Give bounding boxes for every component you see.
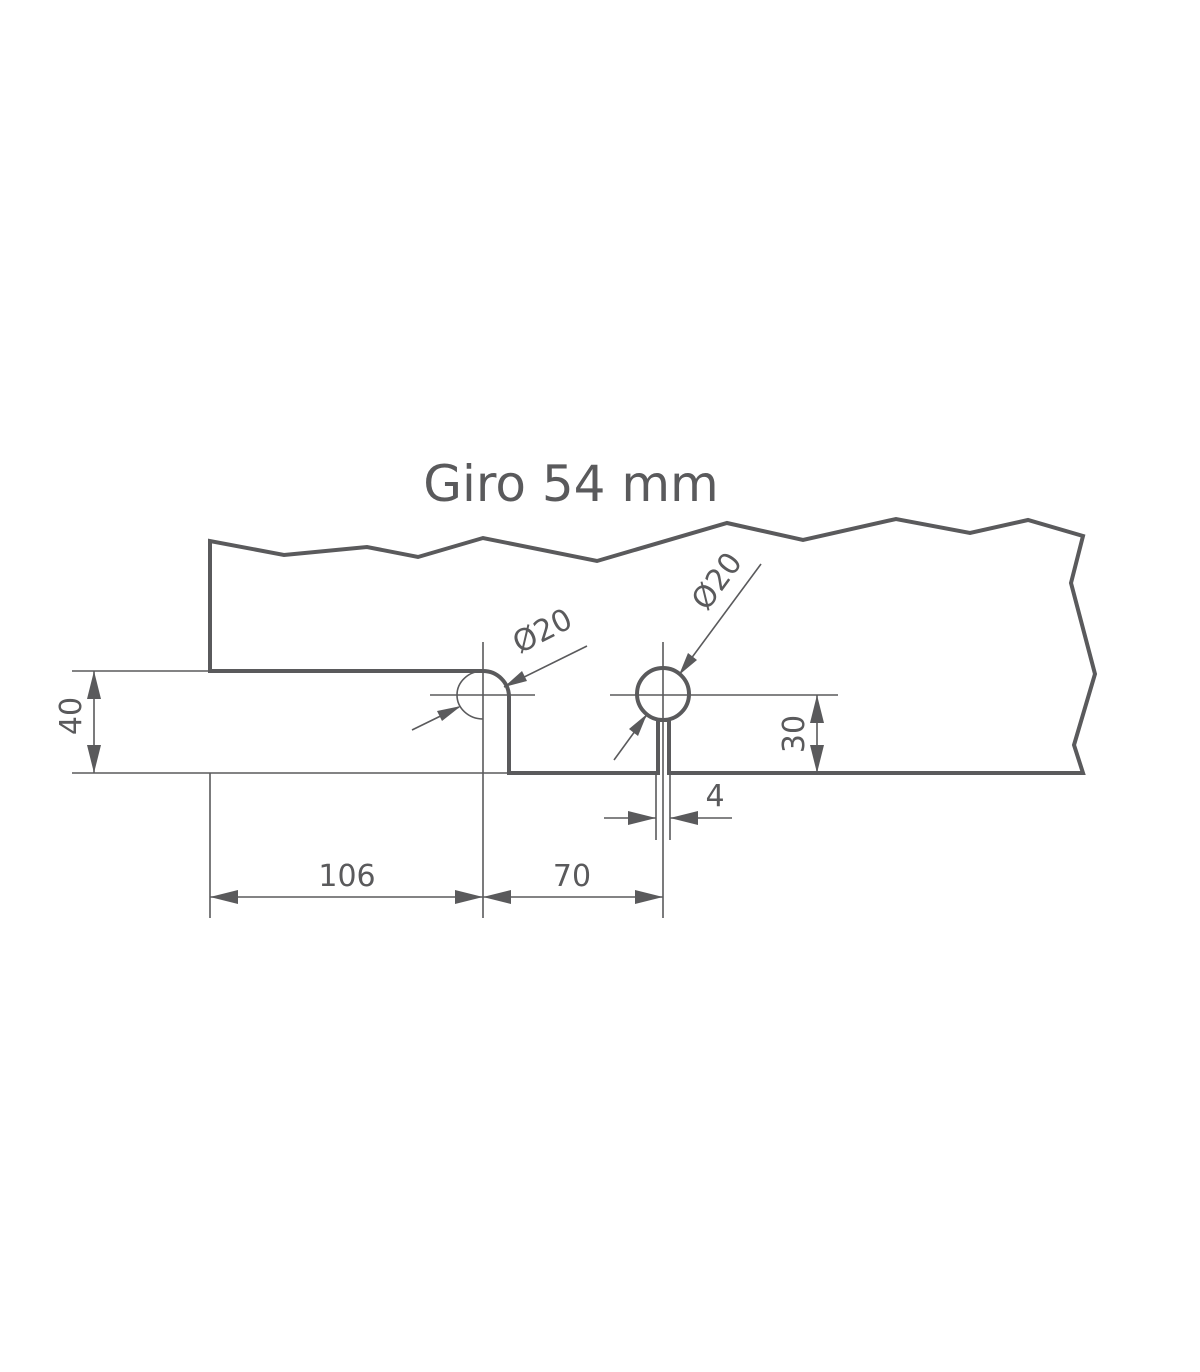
dim-right-diameter-leader <box>678 563 762 676</box>
dim-30-arrow-top <box>810 695 824 723</box>
dim-left-diameter-label: Ø20 <box>507 602 578 661</box>
dim-106-arrow-left <box>210 890 238 904</box>
dim-4-label: 4 <box>705 779 724 814</box>
dim-70-label: 70 <box>553 859 591 894</box>
left-hole-hidden-arc <box>456 670 484 720</box>
dim-left-diameter-arrow-outer <box>504 671 527 687</box>
dim-right-diameter-label: Ø20 <box>685 546 750 617</box>
dim-4-arrow-left <box>628 811 656 825</box>
panel-outline <box>208 516 1098 775</box>
drawing-title: Giro 54 mm <box>423 455 719 513</box>
dim-left-diameter-arrow-inner <box>437 706 461 721</box>
dim-40-arrow-bottom <box>87 745 101 773</box>
dim-30-arrow-bottom <box>810 745 824 773</box>
dim-right-diameter-arrow-inner <box>629 714 647 736</box>
dim-40-arrow-top <box>87 671 101 699</box>
dim-106-label: 106 <box>318 859 375 894</box>
dim-70-arrow-left <box>483 890 511 904</box>
dim-40-label: 40 <box>54 697 89 735</box>
dim-30-label: 30 <box>777 715 812 753</box>
dim-right-diameter-arrow-outer <box>679 653 697 675</box>
dim-106-arrow-right <box>455 890 483 904</box>
dim-70-arrow-right <box>635 890 663 904</box>
dim-4-arrow-right <box>670 811 698 825</box>
